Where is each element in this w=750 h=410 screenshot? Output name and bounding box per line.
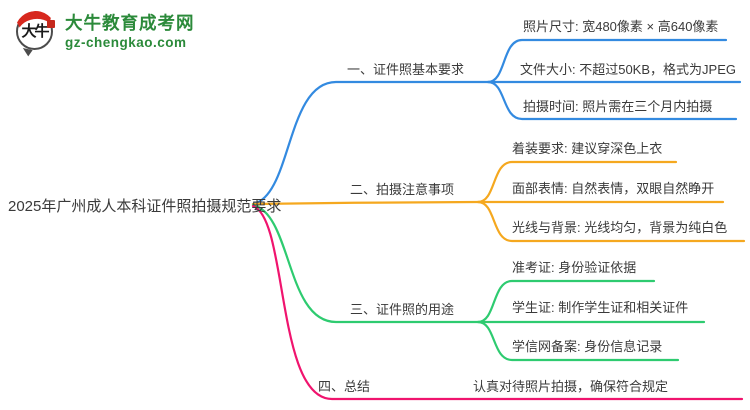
logo-bubble-text: 大牛: [21, 22, 49, 40]
branch3-leaf2-label: 学生证: 制作学生证和相关证件: [512, 300, 689, 315]
site-logo[interactable]: 大牛 大牛教育成考网 gz-chengkao.com: [12, 8, 195, 57]
branch3-label: 三、证件照的用途: [350, 302, 455, 317]
branch3-main-line: [251, 203, 480, 324]
branch1-leaf2-label: 文件大小: 不超过50KB，格式为JPEG: [520, 62, 736, 77]
branch4-main-line: [251, 204, 744, 401]
branch1-leaf1-label: 照片尺寸: 宽480像素 × 高640像素: [523, 19, 719, 34]
branch4-label: 四、总结: [318, 379, 371, 394]
logo-seal-icon: [47, 20, 55, 28]
branch2-leaf1-line: [476, 160, 678, 204]
branch1-leaf3-label: 拍摄时间: 照片需在三个月内拍摄: [523, 99, 713, 114]
root-node-label: 2025年广州成人本科证件照拍摄规范要求: [8, 198, 282, 215]
branch2-leaf3-line: [476, 200, 746, 243]
logo-title: 大牛教育成考网: [65, 13, 195, 33]
branch3-leaf3-line: [476, 320, 680, 362]
branch2-main-line: [251, 200, 480, 206]
branch2-leaf3-label: 光线与背景: 光线均匀，背景为纯白色: [512, 220, 728, 235]
branch1-main-line: [251, 80, 490, 206]
branch1-leaf3-line: [486, 80, 738, 121]
branch2-leaf2-label: 面部表情: 自然表情，双眼自然睁开: [512, 181, 715, 196]
branch2-label: 二、拍摄注意事项: [350, 182, 455, 197]
branch3-leaf1-line: [476, 279, 656, 324]
branch1-label: 一、证件照基本要求: [347, 62, 465, 77]
branch1-leaf1-line: [486, 38, 728, 84]
branch2-leaf1-label: 着装要求: 建议穿深色上衣: [512, 141, 663, 156]
logo-circle: [16, 13, 53, 50]
branch4-leaf1-label: 认真对待照片拍摄，确保符合规定: [473, 379, 669, 394]
branch3-leaf1-label: 准考证: 身份验证依据: [512, 260, 637, 275]
branch3-leaf3-label: 学信网备案: 身份信息记录: [512, 339, 663, 354]
logo-domain: gz-chengkao.com: [65, 35, 187, 50]
logo-bubble-icon: 大牛: [12, 8, 59, 57]
